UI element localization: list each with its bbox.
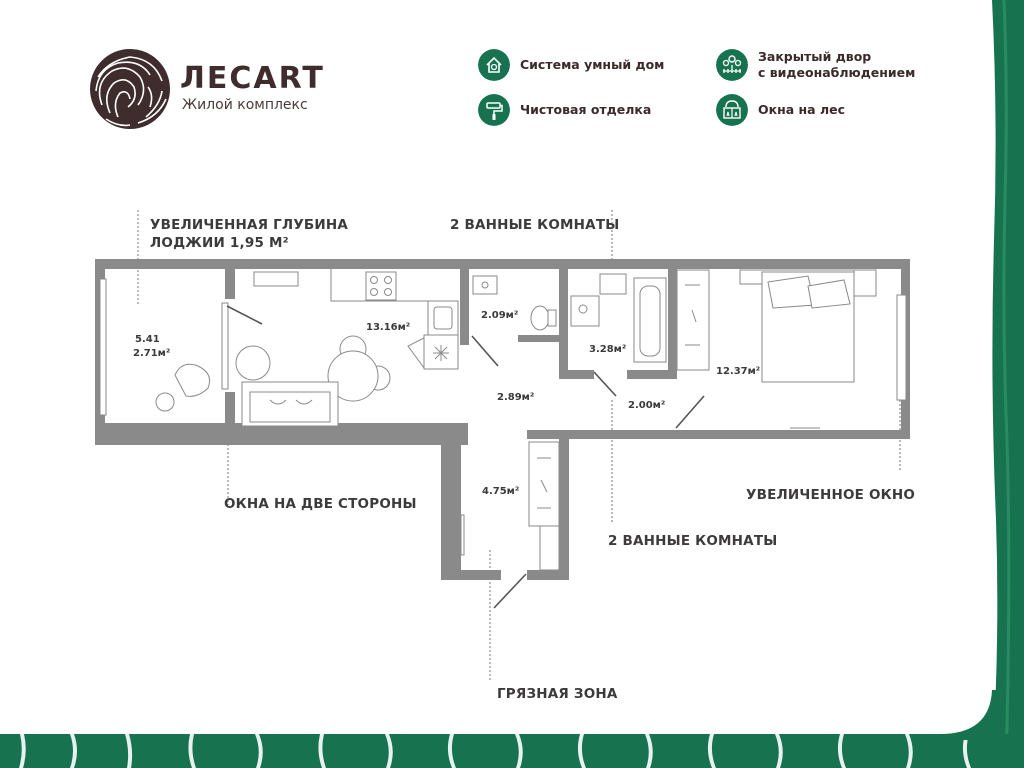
bed	[739, 269, 877, 433]
callout-dirty-zone: ГРЯЗНАЯ ЗОНА	[497, 686, 618, 702]
forest-window-icon	[716, 94, 748, 126]
callout-bathrooms-bottom: 2 ВАННЫЕ КОМНАТЫ	[608, 533, 778, 549]
area-corridor: 2.00м²	[628, 400, 665, 411]
sofa	[241, 381, 339, 427]
callout-bigger-window: УВЕЛИЧЕННОЕ ОКНО	[746, 487, 916, 503]
cctv-yard-icon	[716, 49, 748, 81]
corner-curve	[940, 690, 1000, 740]
callout-loggia-depth: УВЕЛИЧЕННАЯ ГЛУБИНА ЛОДЖИИ 1,95 М²	[150, 217, 349, 251]
area-kitchen-living: 13.16м²	[366, 322, 410, 333]
feature-finishing: Чистовая отделка	[478, 92, 651, 128]
area-hall: 2.89м²	[497, 392, 534, 403]
area-bedroom: 12.37м²	[716, 366, 760, 377]
area-loggia-a: 5.41	[135, 334, 160, 345]
bottom-decor-stripe	[0, 734, 1024, 768]
feature-label: Система умный дом	[520, 57, 665, 72]
kitchen-unit	[253, 269, 459, 370]
doors	[226, 305, 705, 609]
callout-bathrooms-top: 2 ВАННЫЕ КОМНАТЫ	[450, 217, 620, 233]
feature-label: Окна на лес	[758, 102, 845, 117]
bath-1-fixtures	[472, 275, 557, 331]
entrance-wardrobe	[528, 441, 560, 571]
paint-roller-icon	[478, 94, 510, 126]
walls	[95, 259, 910, 580]
feature-closed-yard: Закрытый двор с видеонаблюдением	[716, 47, 915, 83]
area-bath-2: 3.28м²	[589, 344, 626, 355]
right-decor-stripe	[992, 0, 1024, 768]
bath-2-fixtures	[570, 273, 667, 363]
wardrobe	[676, 269, 710, 371]
callout-windows-two-sides: ОКНА НА ДВЕ СТОРОНЫ	[224, 496, 417, 512]
logo-subtitle: Жилой комплекс	[182, 97, 308, 113]
feature-label: Чистовая отделка	[520, 102, 652, 117]
area-bath-1: 2.09м²	[481, 310, 518, 321]
brand-logo: ЛЕСART Жилой комплекс	[88, 47, 328, 133]
windows	[99, 278, 907, 556]
feature-forest-view: Окна на лес	[716, 92, 845, 128]
area-entrance: 4.75м²	[482, 486, 519, 497]
area-loggia-b: 2.71м²	[133, 348, 170, 359]
feature-label: Закрытый двор с видеонаблюдением	[758, 49, 916, 80]
feature-smart-home: Система умный дом	[478, 47, 664, 83]
armchair	[155, 363, 211, 412]
smart-home-icon	[478, 49, 510, 81]
dining-set	[235, 335, 391, 402]
wood-rings-logo-icon	[90, 49, 170, 129]
logo-wordmark: ЛЕСART	[180, 61, 325, 96]
